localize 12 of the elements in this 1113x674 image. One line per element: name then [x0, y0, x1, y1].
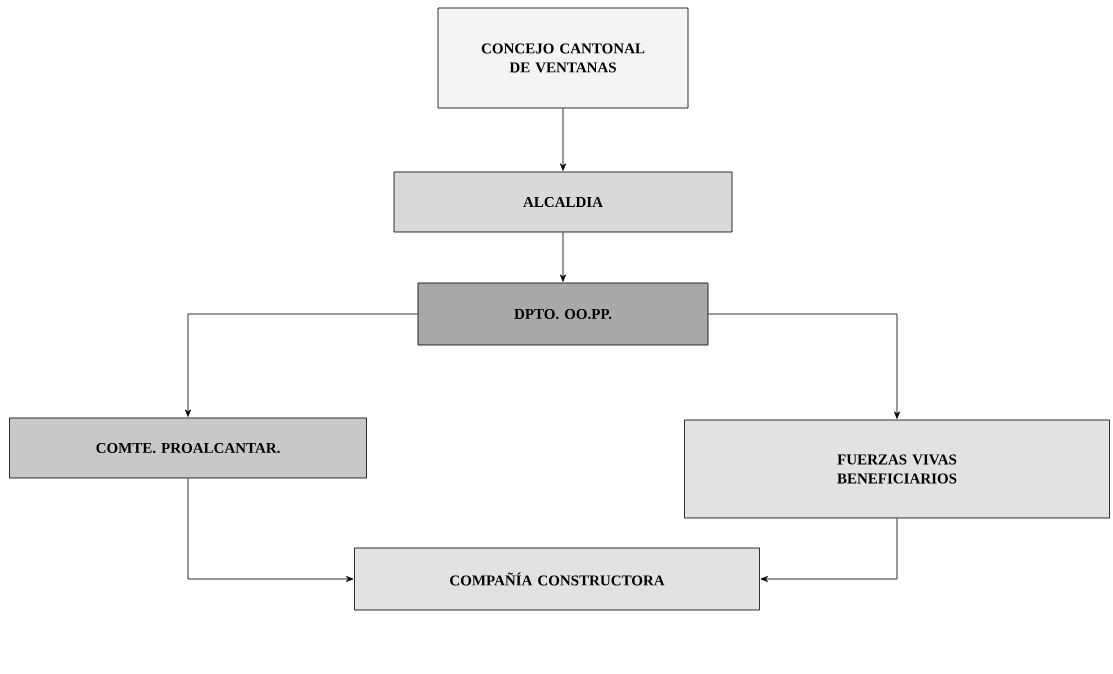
- arrow: [760, 518, 898, 582]
- org-box: ALCALDIA: [393, 171, 733, 233]
- arrow: [187, 478, 354, 582]
- arrow: [560, 232, 566, 282]
- org-box: DPTO. OO.PP.: [417, 282, 709, 346]
- org-box: COMPAÑÍA CONSTRUCTORA: [354, 547, 760, 611]
- org-box: CONCEJO CANTONAL DE VENTANAS: [437, 7, 689, 109]
- org-box: FUERZAS VIVAS BENEFICIARIOS: [684, 419, 1110, 519]
- arrow: [708, 313, 900, 419]
- arrow: [560, 108, 566, 171]
- org-box: COMTE. PROALCANTAR.: [9, 417, 367, 479]
- arrow: [185, 313, 418, 417]
